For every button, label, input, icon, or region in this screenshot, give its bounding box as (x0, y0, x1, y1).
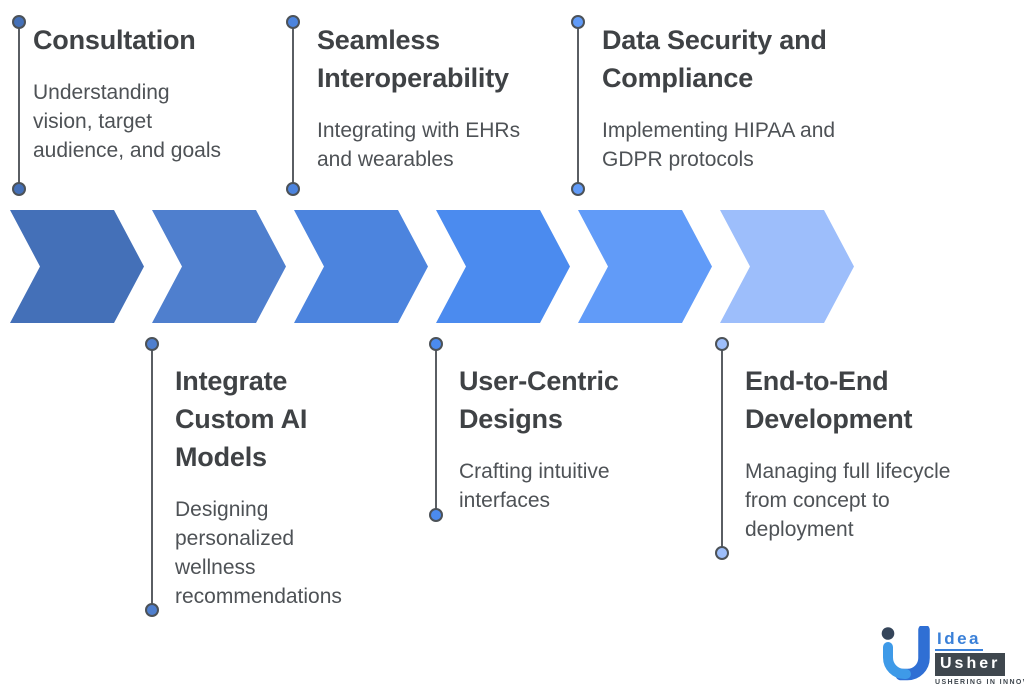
connector-step-1 (12, 15, 26, 196)
connector-dot (12, 182, 26, 196)
connector-step-6 (715, 337, 729, 560)
connector-line (721, 343, 723, 554)
connector-step-5 (571, 15, 585, 196)
step-5-title: Data Security and Compliance (602, 25, 827, 93)
connector-step-3 (286, 15, 300, 196)
connector-line (577, 21, 579, 190)
step-4-title: User-Centric Designs (459, 366, 619, 434)
connector-line (18, 21, 20, 190)
connector-dot (286, 15, 300, 29)
logo-wordmark: Idea Usher USHERING IN INNOVATION (935, 626, 1024, 687)
chevron-arrow-5 (578, 210, 712, 323)
step-4-description: Crafting intuitive interfaces (459, 460, 610, 512)
connector-dot (145, 337, 159, 351)
logo-idea-text: Idea (935, 626, 984, 651)
connector-dot (571, 182, 585, 196)
logo-tagline: USHERING IN INNOVATION (935, 679, 1024, 686)
step-1-description: Understanding vision, target audience, a… (33, 81, 221, 162)
step-5-block: Data Security and Compliance Implementin… (602, 21, 847, 174)
connector-dot (286, 182, 300, 196)
connector-dot (12, 15, 26, 29)
idea-usher-logo: Idea Usher USHERING IN INNOVATION (880, 626, 1024, 686)
step-3-block: Seamless Interoperability Integrating wi… (317, 21, 562, 174)
step-3-title: Seamless Interoperability (317, 25, 509, 93)
connector-line (435, 343, 437, 516)
chevron-arrow-1 (10, 210, 144, 323)
chevron-arrow-6 (720, 210, 854, 323)
connector-line (292, 21, 294, 190)
connector-dot (145, 603, 159, 617)
connector-dot (429, 337, 443, 351)
step-2-block: Integrate Custom AI Models Designing per… (175, 362, 375, 611)
chevron-arrow-4 (436, 210, 570, 323)
u-monogram-icon (881, 626, 930, 681)
connector-dot (429, 508, 443, 522)
step-1-title: Consultation (33, 25, 196, 55)
connector-step-2 (145, 337, 159, 617)
step-3-description: Integrating with EHRs and wearables (317, 119, 521, 171)
step-2-title: Integrate Custom AI Models (175, 366, 308, 472)
chevron-arrow-3 (294, 210, 428, 323)
connector-dot (715, 546, 729, 560)
connector-line (151, 343, 153, 611)
chevron-arrow-2 (152, 210, 286, 323)
step-6-title: End-to-End Development (745, 366, 913, 434)
step-2-description: Designing personalized wellness recommen… (175, 498, 342, 608)
step-5-description: Implementing HIPAA and GDPR protocols (602, 119, 836, 171)
logo-usher-text: Usher (935, 653, 1006, 676)
connector-dot (715, 337, 729, 351)
step-6-description: Managing full lifecycle from concept to … (745, 460, 951, 541)
step-4-block: User-Centric Designs Crafting intuitive … (459, 362, 674, 515)
step-6-block: End-to-End Development Managing full lif… (745, 362, 990, 544)
connector-dot (571, 15, 585, 29)
step-1-block: Consultation Understanding vision, targe… (33, 21, 268, 165)
connector-step-4 (429, 337, 443, 522)
